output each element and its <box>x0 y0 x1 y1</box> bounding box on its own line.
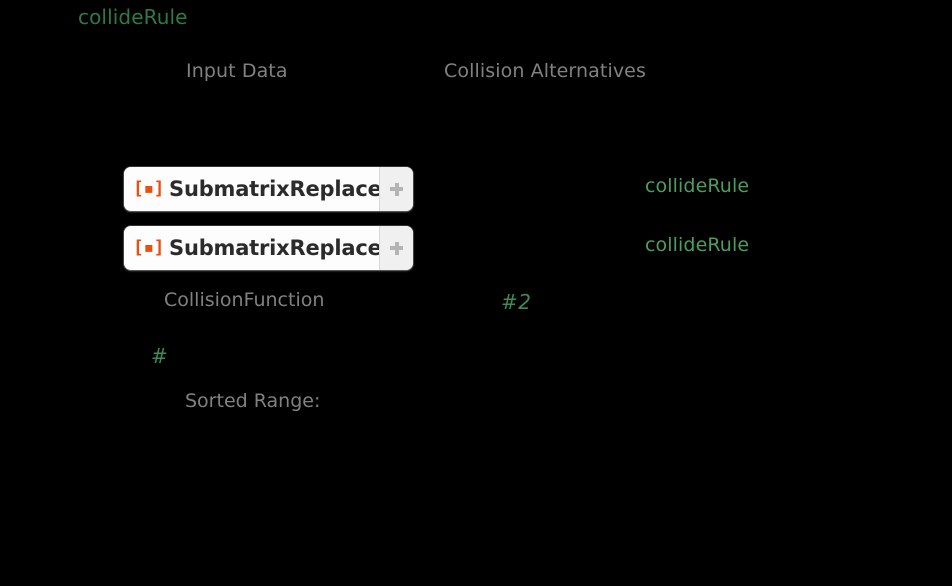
column-header-input-data: Input Data <box>186 60 288 82</box>
resource-function-icon: [▪] <box>133 178 165 199</box>
resource-function-name: SubmatrixReplace <box>169 235 382 260</box>
resource-function-name: SubmatrixReplace <box>169 176 382 201</box>
add-button[interactable] <box>379 167 413 211</box>
collision-alternative-value[interactable]: collideRule <box>645 234 750 256</box>
plus-icon <box>390 241 403 255</box>
root-symbol-label: collideRule <box>78 5 188 29</box>
collision-alternative-value[interactable]: collideRule <box>645 175 750 197</box>
add-button[interactable] <box>379 226 413 270</box>
slot-marker: # <box>151 344 169 368</box>
resource-function-pill-body[interactable]: [▪] SubmatrixReplace <box>124 226 382 270</box>
option-label-collision-function: CollisionFunction <box>164 289 325 311</box>
resource-function-pill[interactable]: [▪] SubmatrixReplace <box>124 226 413 270</box>
column-header-collision-alternatives: Collision Alternatives <box>444 60 646 82</box>
option-value-collision-function: #2 <box>501 290 532 314</box>
resource-function-pill[interactable]: [▪] SubmatrixReplace <box>124 167 413 211</box>
resource-function-pill-body[interactable]: [▪] SubmatrixReplace <box>124 167 382 211</box>
resource-function-icon: [▪] <box>133 237 165 258</box>
option-label-sorted-range: Sorted Range: <box>185 390 321 412</box>
plus-icon <box>390 182 403 196</box>
